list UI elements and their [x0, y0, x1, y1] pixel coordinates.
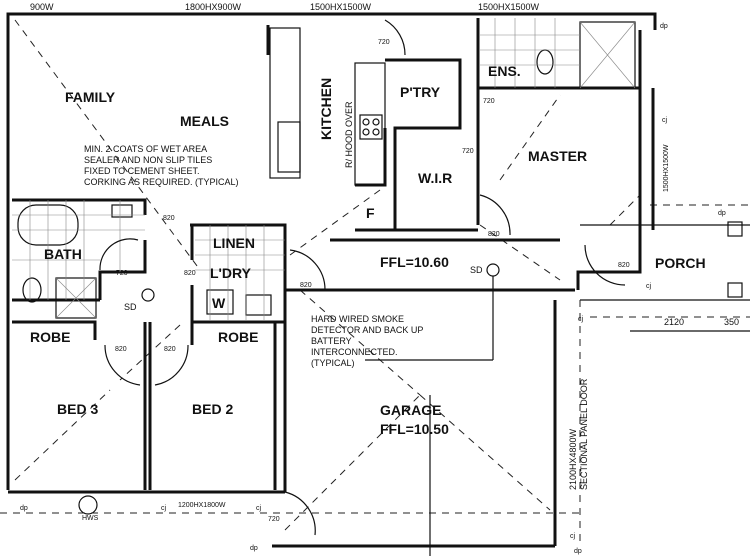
cooktop-icon [359, 114, 383, 140]
window-label: 1800HX900W [185, 2, 242, 12]
fixtures [0, 18, 750, 556]
control-joint-label: cj [161, 505, 167, 512]
fridge-label: F [366, 205, 375, 221]
toilet-icon [22, 277, 42, 303]
door-size: 820 [300, 282, 312, 289]
window-label: 1200HX1800W [178, 502, 226, 509]
wet-area-note: MIN. 2 COATS OF WET AREA SEALER AND NON … [84, 144, 239, 187]
room-meals: MEALS [180, 113, 229, 129]
door-size: 820 [184, 270, 196, 277]
smoke-detector-icon [486, 263, 500, 277]
window-label: 900W [30, 2, 54, 12]
svg-text:CORKING AS REQUIRED. (TYPICAL): CORKING AS REQUIRED. (TYPICAL) [84, 177, 239, 187]
garage-level: FFL=10.50 [380, 421, 449, 437]
control-joint-label: cj [570, 533, 576, 540]
room-robe-right: ROBE [218, 329, 258, 345]
washer-box [206, 289, 234, 315]
smoke-detector-label: SD [470, 265, 483, 275]
svg-text:FIXED TO CEMENT SHEET.: FIXED TO CEMENT SHEET. [84, 166, 200, 176]
door-size: 720 [483, 98, 495, 105]
house-level: FFL=10.60 [380, 254, 449, 270]
kitchen-island [269, 27, 301, 179]
kitchen-bench [354, 62, 386, 186]
room-family: FAMILY [65, 89, 116, 105]
room-laundry: L'DRY [210, 265, 252, 281]
svg-text:INTERCONNECTED.: INTERCONNECTED. [311, 347, 398, 357]
smoke-detector-label: SD [124, 302, 137, 312]
svg-text:(TYPICAL): (TYPICAL) [311, 358, 355, 368]
garage-door-type: SECTIONAL PANEL DOOR [579, 378, 589, 490]
room-kitchen: KITCHEN [318, 78, 334, 140]
kitchen-sink-icon [277, 121, 301, 173]
porch-post [727, 282, 743, 298]
door-size: 820 [164, 346, 176, 353]
room-pantry: P'TRY [400, 84, 441, 100]
window-label: 1500HX1500W [478, 2, 540, 12]
control-joint-label: cj [578, 316, 584, 323]
downpipe-label: dp [250, 545, 258, 552]
hood-note: R/ HOOD OVER [344, 101, 354, 168]
washer-label: W [212, 295, 226, 311]
laundry-tub-icon [245, 294, 272, 316]
room-bed2: BED 2 [192, 401, 233, 417]
svg-text:SEALER AND NON SLIP TILES: SEALER AND NON SLIP TILES [84, 155, 212, 165]
room-garage: GARAGE [380, 402, 441, 418]
door-size: 720 [116, 270, 128, 277]
door-size: 820 [115, 346, 127, 353]
svg-text:MIN. 2 COATS OF WET AREA: MIN. 2 COATS OF WET AREA [84, 144, 207, 154]
dimension-post: 350 [724, 317, 739, 327]
hot-water-system-icon [78, 495, 98, 515]
smoke-detector-icon [141, 288, 155, 302]
downpipe-label: dp [20, 505, 28, 512]
control-joint-label: cj [646, 283, 652, 290]
door-size: 820 [618, 262, 630, 269]
window-label: 1500HX1500W [663, 144, 670, 192]
room-bath: BATH [44, 246, 82, 262]
room-wir: W.I.R [418, 170, 452, 186]
room-linen: LINEN [213, 235, 255, 251]
room-bed3: BED 3 [57, 401, 98, 417]
control-joint-label: cj [662, 117, 668, 124]
door-size: 820 [488, 231, 500, 238]
hot-water-label: HWS [82, 515, 99, 522]
walls [6, 12, 657, 548]
door-size: 720 [268, 516, 280, 523]
ensuite-shower-icon [579, 21, 636, 89]
svg-text:BATTERY: BATTERY [311, 336, 352, 346]
downpipe-label: dp [574, 548, 582, 555]
downpipe-label: dp [660, 23, 668, 30]
dimension-porch: 2120 [664, 317, 684, 327]
porch-post [727, 221, 743, 237]
garage-door-size: 2100HX4800W [568, 428, 578, 490]
room-porch: PORCH [655, 255, 706, 271]
room-master: MASTER [528, 148, 587, 164]
window-label: 1500HX1500W [310, 2, 372, 12]
svg-text:DETECTOR AND BACK UP: DETECTOR AND BACK UP [311, 325, 423, 335]
room-ensuite: ENS. [488, 63, 521, 79]
door-size: 720 [378, 39, 390, 46]
downpipe-label: dp [718, 210, 726, 217]
room-robe-left: ROBE [30, 329, 70, 345]
door-size: 720 [462, 148, 474, 155]
svg-text:HARD WIRED SMOKE: HARD WIRED SMOKE [311, 314, 404, 324]
ensuite-toilet-icon [536, 49, 554, 75]
smoke-note: HARD WIRED SMOKE DETECTOR AND BACK UP BA… [311, 314, 423, 368]
shower-icon [55, 277, 97, 319]
control-joint-label: cj [256, 505, 262, 512]
door-size: 820 [163, 215, 175, 222]
